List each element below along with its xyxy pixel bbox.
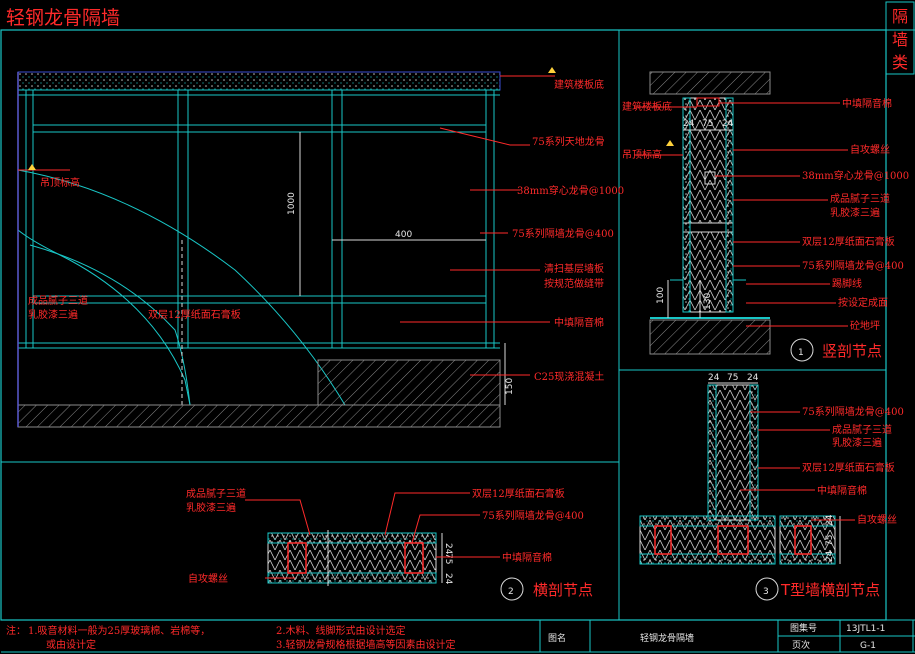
dim-spacing: 400 <box>395 230 412 240</box>
vs-label-ceiling: 吊顶标高 <box>622 148 662 161</box>
vs-label-screw: 自攻螺丝 <box>850 143 890 156</box>
vs-label-stud: 75系列隔墙龙骨@400 <box>802 259 904 272</box>
vs-label-putty: 成品腻子三道 <box>830 192 890 205</box>
node-1-number: 1 <box>798 348 804 358</box>
node-2-title: 横剖节点 <box>533 581 593 599</box>
ts-label-paint: 乳胶漆三遍 <box>832 436 882 449</box>
elev-label-track: 75系列天地龙骨 <box>532 135 605 148</box>
vs-label-insulation: 中填隔音棉 <box>842 97 892 110</box>
note-1: 1.吸音材料一般为25厚玻璃棉、岩棉等， <box>28 624 210 637</box>
title-block-name-label: 图名 <box>548 632 566 644</box>
hs-dim-b: 75 <box>443 553 453 564</box>
elev-label-insulation: 中填隔音棉 <box>554 316 604 329</box>
vs-label-paint: 乳胶漆三遍 <box>830 206 880 219</box>
hs-leaders <box>245 492 500 579</box>
node-3-title: T型墙横剖节点 <box>780 581 880 599</box>
dim-height: 1000 <box>287 192 297 215</box>
elev-label-slab: 建筑楼板底 <box>554 78 604 91</box>
vs-label-board: 双层12厚纸面石膏板 <box>802 235 895 248</box>
dim-base: 150 <box>505 378 515 395</box>
elev-label-board: 双层12厚纸面石膏板 <box>148 308 241 321</box>
ts-dim-top-c: 24 <box>747 373 759 383</box>
elev-label-tape: 按规范做缝带 <box>544 277 604 290</box>
elev-label-putty: 成品腻子三道 <box>28 294 88 307</box>
note-1-continued: 或由设计定 <box>46 638 96 651</box>
notes-prefix: 注： <box>6 624 26 637</box>
sheet-title: 轻钢龙骨隔墙 <box>6 7 120 29</box>
note-3: 3.轻钢龙骨规格根据墙高等因素由设计定 <box>276 638 456 651</box>
vs-label-slab: 建筑楼板底 <box>622 100 672 113</box>
vs-label-channel: 38mm穿心龙骨@1000 <box>802 169 909 182</box>
vs-dim-b: 75 <box>702 119 713 129</box>
vs-label-skirting: 踢脚线 <box>832 277 862 290</box>
title-block-name-value: 轻钢龙骨隔墙 <box>640 632 694 644</box>
wall-elevation: 1000 400 150 <box>17 67 556 428</box>
node-1-title: 竖剖节点 <box>822 342 882 360</box>
elev-label-concrete: C25现浇混凝土 <box>534 370 604 383</box>
ts-label-stud: 75系列隔墙龙骨@400 <box>802 405 904 418</box>
node-3-number: 3 <box>763 587 769 597</box>
elevation-leaders <box>400 75 555 376</box>
elev-label-stud: 75系列隔墙龙骨@400 <box>512 227 614 240</box>
title-block-atlas-value: 13JTL1-1 <box>846 624 885 634</box>
ts-label-board: 双层12厚纸面石膏板 <box>802 461 895 474</box>
elev-label-ceiling: 吊顶标高 <box>40 176 80 189</box>
vertical-section: 100 130 24 75 24 <box>649 71 771 355</box>
ts-label-insulation: 中填隔音棉 <box>817 484 867 497</box>
elev-label-paint: 乳胶漆三遍 <box>28 308 78 321</box>
vs-label-floor: 砼地坪 <box>850 319 880 332</box>
hs-label-paint: 乳胶漆三遍 <box>186 501 236 514</box>
ts-dim-top-b: 75 <box>727 373 738 383</box>
node-2-number: 2 <box>508 587 514 597</box>
vs-dim-c: 24 <box>722 119 734 129</box>
elev-label-channel: 38mm穿心龙骨@1000 <box>517 184 624 197</box>
elev-label-clean: 清扫基层墙板 <box>544 262 604 275</box>
node-1-marker <box>790 338 814 362</box>
hs-label-board: 双层12厚纸面石膏板 <box>472 487 565 500</box>
vs-dim-a: 24 <box>683 119 695 129</box>
hs-dim-c: 24 <box>443 573 453 585</box>
node-2-marker <box>500 577 524 601</box>
title-block-page-value: G-1 <box>860 641 876 651</box>
side-tab-char-1: 隔 <box>892 7 908 26</box>
side-tab-char-2: 墙 <box>892 30 908 49</box>
t-wall-section: 24 75 24 24 75 24 <box>639 373 841 565</box>
node-3-marker <box>755 577 779 601</box>
title-block-page-label: 页次 <box>792 639 810 651</box>
vs-leaders <box>634 102 848 327</box>
hs-label-putty: 成品腻子三道 <box>186 487 246 500</box>
ts-label-putty: 成品腻子三道 <box>832 423 892 436</box>
ts-dim-side-c: 24 <box>825 550 835 562</box>
hs-label-screw: 自攻螺丝 <box>188 572 228 585</box>
title-block-atlas-label: 图集号 <box>790 622 817 634</box>
vs-dim-100: 100 <box>656 287 666 304</box>
hs-label-insulation: 中填隔音棉 <box>502 551 552 564</box>
hs-label-stud: 75系列隔墙龙骨@400 <box>482 509 584 522</box>
vs-dim-130: 130 <box>703 293 713 310</box>
ts-leaders <box>740 411 855 521</box>
vs-label-finish: 按设定成面 <box>838 296 888 309</box>
note-2: 2.木料、线脚形式由设计选定 <box>276 624 406 637</box>
side-tab-char-3: 类 <box>892 53 908 72</box>
side-tab: 隔 墙 类 <box>892 7 908 72</box>
ts-dim-side-b: 75 <box>825 535 835 546</box>
horizontal-section: 24 75 24 <box>267 530 453 586</box>
ts-label-screw: 自攻螺丝 <box>857 513 897 526</box>
ts-dim-top-a: 24 <box>708 373 720 383</box>
hs-dim-a: 24 <box>443 543 453 555</box>
